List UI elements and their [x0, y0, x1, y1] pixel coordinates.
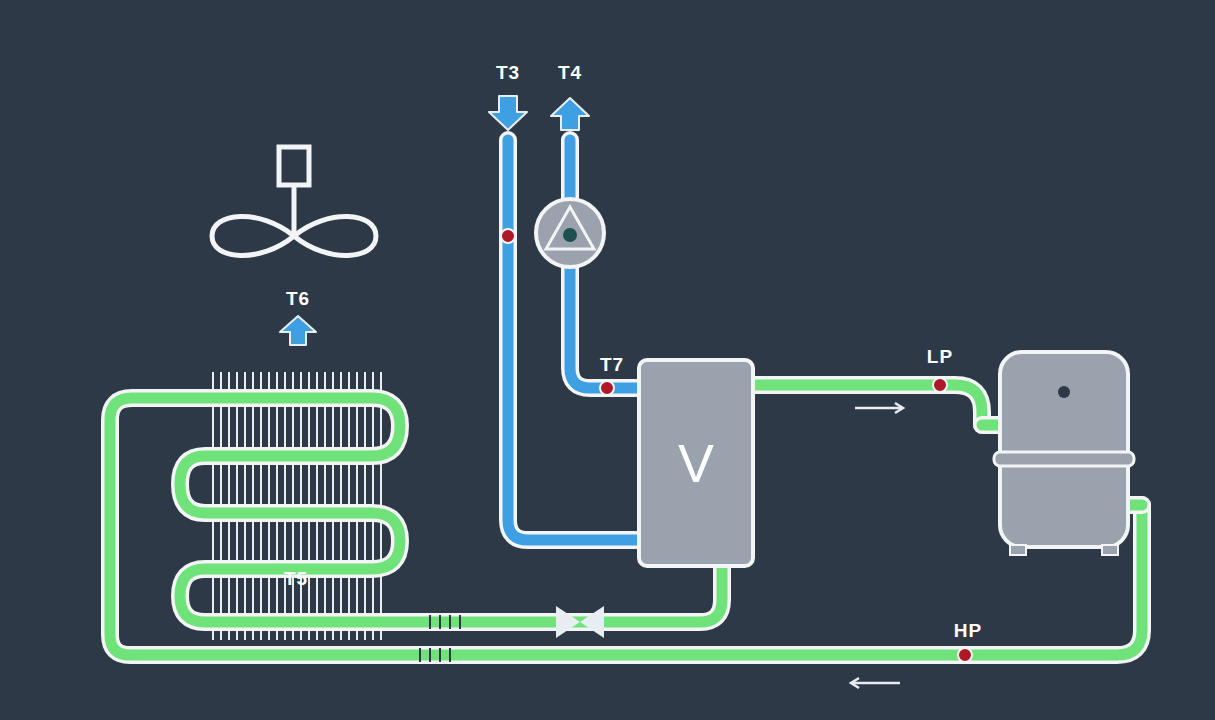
pipe-marks: [420, 615, 460, 662]
direction-arrows: [851, 403, 903, 688]
sensor-label: T5: [284, 569, 308, 588]
sensor-label: T3: [496, 63, 520, 82]
refrigerant-pipes: [110, 385, 1142, 655]
sensor-dots: [501, 229, 972, 662]
heat-exchanger: V: [637, 358, 755, 568]
exchanger-label: V: [678, 436, 714, 490]
fan-symbol: [212, 147, 376, 256]
sensor-label: T4: [558, 63, 582, 82]
water-pump: [536, 199, 604, 267]
compressor: [994, 352, 1134, 555]
sensor-label: T6: [286, 289, 310, 308]
expansion-valve: [556, 606, 604, 638]
sensor-label: LP: [927, 347, 953, 366]
sensor-label: HP: [954, 621, 982, 640]
sensor-label: T7: [600, 355, 624, 374]
